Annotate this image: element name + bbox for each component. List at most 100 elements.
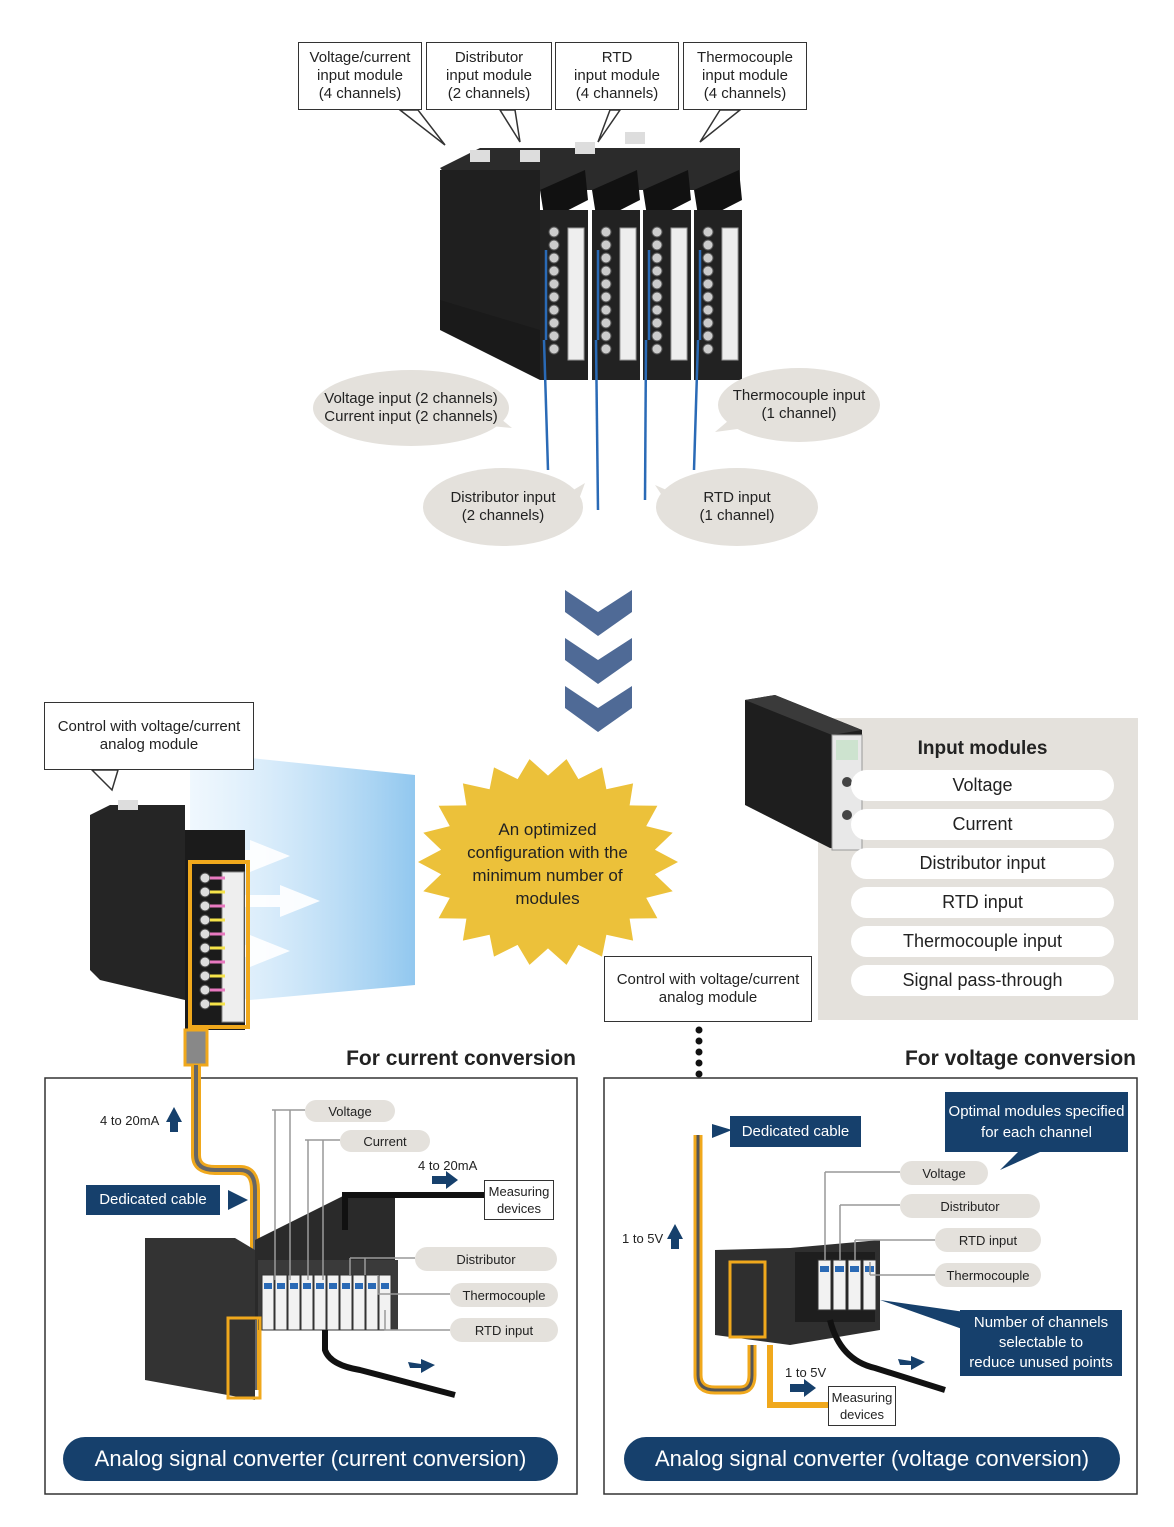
starburst-text: An optimized configuration with the mini… [450, 818, 645, 910]
input-module-device [745, 695, 863, 851]
callout-line: analog module [658, 989, 758, 1006]
terminal-screw [600, 343, 612, 355]
terminal-screw [548, 343, 560, 355]
starburst-line: modules [515, 889, 580, 908]
connector-dot [695, 1037, 703, 1045]
current-output-arrow [432, 1171, 458, 1189]
current-input-cable [322, 1330, 456, 1398]
voltage-input-cable [827, 1319, 946, 1393]
terminal-screw [702, 226, 714, 238]
top-modules [540, 170, 742, 380]
slot-indicator [329, 1283, 337, 1289]
slot-indicator [850, 1266, 859, 1272]
bubble-thermocouple: Thermocouple input (1 channel) [718, 368, 880, 442]
input-wire [594, 339, 600, 511]
terminal-screw [199, 886, 211, 898]
current-pill-distributor: Distributor [415, 1247, 557, 1271]
callout-line: (2 channels) [447, 85, 531, 102]
voltage-pill-distributor: Distributor [900, 1194, 1040, 1218]
channels-pointer [880, 1300, 965, 1330]
input-module-item: Thermocouple input [851, 926, 1114, 957]
terminal-screw [651, 343, 663, 355]
slot-indicator [316, 1283, 324, 1289]
terminal-screw [548, 330, 560, 342]
terminal-screw [600, 252, 612, 264]
terminal-screw [199, 900, 211, 912]
voltage-output-label: 1 to 5V [785, 1365, 827, 1380]
callout-line: (4 channels) [703, 85, 787, 102]
label-line: reduce unused points [969, 1354, 1113, 1371]
bubble-line: Current input (2 channels) [324, 408, 498, 425]
voltage-pill-rtd: RTD input [935, 1228, 1041, 1252]
terminal-screw [600, 291, 612, 303]
bubble-distributor: Distributor input (2 channels) [423, 468, 583, 546]
label-line: Number of channels [973, 1314, 1109, 1331]
current-pill-current: Current [340, 1130, 430, 1152]
terminal-screw [199, 942, 211, 954]
terminal-screw [548, 291, 560, 303]
callout-line: (4 channels) [318, 85, 402, 102]
callout-line: input module [317, 67, 403, 84]
input-module-item: Distributor input [851, 848, 1114, 879]
terminal-screw [651, 226, 663, 238]
optimal-pointer [1000, 1150, 1040, 1170]
box-line: Measuring [831, 1390, 893, 1405]
module-top [592, 170, 640, 222]
bubble-voltage-current: Voltage input (2 channels) Current input… [313, 370, 509, 446]
input-wire [643, 339, 648, 501]
top-wires [542, 250, 702, 511]
control-callout-right: Control with voltage/current analog modu… [604, 956, 812, 1022]
terminal-screw [548, 265, 560, 277]
bubble-line: Voltage input (2 channels) [324, 390, 498, 407]
terminal-screw [199, 970, 211, 982]
terminal-screw [600, 330, 612, 342]
callout-voltage-current-module: Voltage/current input module (4 channels… [298, 42, 422, 110]
voltage-input-arrow [898, 1356, 925, 1370]
bubble-rtd: RTD input (1 channel) [656, 468, 818, 546]
current-measuring-devices: Measuring devices [484, 1180, 554, 1220]
terminal-screw [651, 239, 663, 251]
slot-indicator [277, 1283, 285, 1289]
connector-dot [695, 1048, 703, 1056]
left-analog-module [90, 800, 250, 1030]
terminal-screw [548, 252, 560, 264]
module-top [540, 170, 588, 222]
current-banner: Analog signal converter (current convers… [63, 1437, 558, 1481]
callout-line: Distributor [454, 49, 524, 66]
slot-indicator [290, 1283, 298, 1289]
terminal-screw [600, 304, 612, 316]
terminal-screw [651, 317, 663, 329]
voltage-signal-label: 1 to 5V [622, 1231, 664, 1246]
slot-module [862, 1259, 877, 1311]
terminal-screw [702, 239, 714, 251]
connector-dot [695, 1026, 703, 1034]
voltage-pill-thermocouple: Thermocouple [935, 1263, 1041, 1287]
current-input-arrow [408, 1359, 435, 1373]
current-up-arrow [166, 1107, 182, 1132]
bubble-line: (2 channels) [461, 507, 545, 524]
terminal-screw [548, 239, 560, 251]
slot-indicator [820, 1266, 829, 1272]
label-line: for each channel [981, 1124, 1092, 1141]
starburst-shape [418, 759, 678, 965]
terminal-screw [199, 872, 211, 884]
input-modules-title: Input modules [917, 738, 1048, 759]
callout-line: input module [574, 67, 660, 84]
current-slot-modules [261, 1274, 392, 1331]
slot-indicator [342, 1283, 350, 1289]
terminal-screw [702, 343, 714, 355]
optimal-modules-label: Optimal modules specified for each chann… [945, 1092, 1128, 1152]
terminal-screw [600, 278, 612, 290]
terminal-screw [702, 291, 714, 303]
left-callout-pointer [90, 769, 120, 792]
module-label-strip [619, 227, 637, 361]
current-cable-pointer [228, 1190, 248, 1210]
terminal-screw [600, 226, 612, 238]
voltage-slot-modules [817, 1259, 877, 1311]
terminal-screw [702, 317, 714, 329]
terminal-screw [600, 265, 612, 277]
control-callout-left: Control with voltage/current analog modu… [44, 702, 254, 770]
slot-indicator [368, 1283, 376, 1289]
slot-indicator [381, 1283, 389, 1289]
module-label-strip [721, 227, 739, 361]
